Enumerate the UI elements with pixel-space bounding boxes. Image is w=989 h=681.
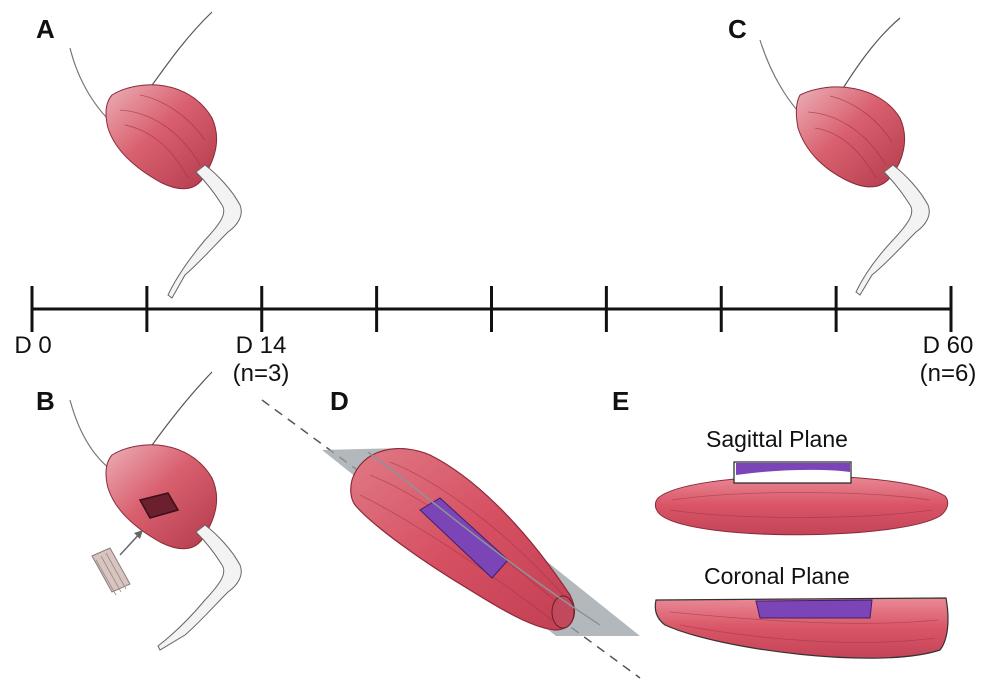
panel-b-nerve-line — [150, 372, 212, 448]
panel-d-illustration — [262, 400, 640, 678]
panel-c-leg-illustration — [760, 18, 929, 295]
panel-letter-a: A — [36, 14, 55, 45]
panel-e-coronal-section — [655, 598, 948, 658]
panel-b-excised-tissue — [92, 548, 130, 595]
panel-letter-c: C — [728, 14, 747, 45]
sagittal-muscle — [655, 476, 947, 535]
panel-b-leg-illustration — [70, 372, 241, 650]
panel-e-sagittal-section — [655, 462, 947, 535]
timeline-label-d14-count: (n=3) — [218, 360, 304, 388]
timeline-label-d0: D 0 — [2, 332, 64, 360]
timeline-label-d14-day: D 14 — [218, 332, 304, 360]
timeline-label-d60-day: D 60 — [908, 332, 988, 360]
panel-letter-d: D — [330, 386, 349, 417]
panel-c-nerve-line — [842, 18, 900, 90]
coronal-defect — [756, 600, 872, 618]
panel-letter-b: B — [36, 386, 55, 417]
panel-letter-e: E — [612, 386, 629, 417]
panel-a-leg-illustration — [70, 12, 241, 298]
coronal-plane-label: Coronal Plane — [704, 563, 850, 590]
timeline-label-d14: D 14 (n=6) (n=3) — [218, 332, 304, 388]
timeline-label-d60: D 60 (n=6) — [908, 332, 988, 388]
timeline-label-d60-count: (n=6) — [908, 360, 988, 388]
panel-a-nerve-line — [150, 12, 212, 88]
timeline-label-d0-day: D 0 — [2, 332, 64, 360]
sagittal-plane-label: Sagittal Plane — [706, 426, 848, 453]
